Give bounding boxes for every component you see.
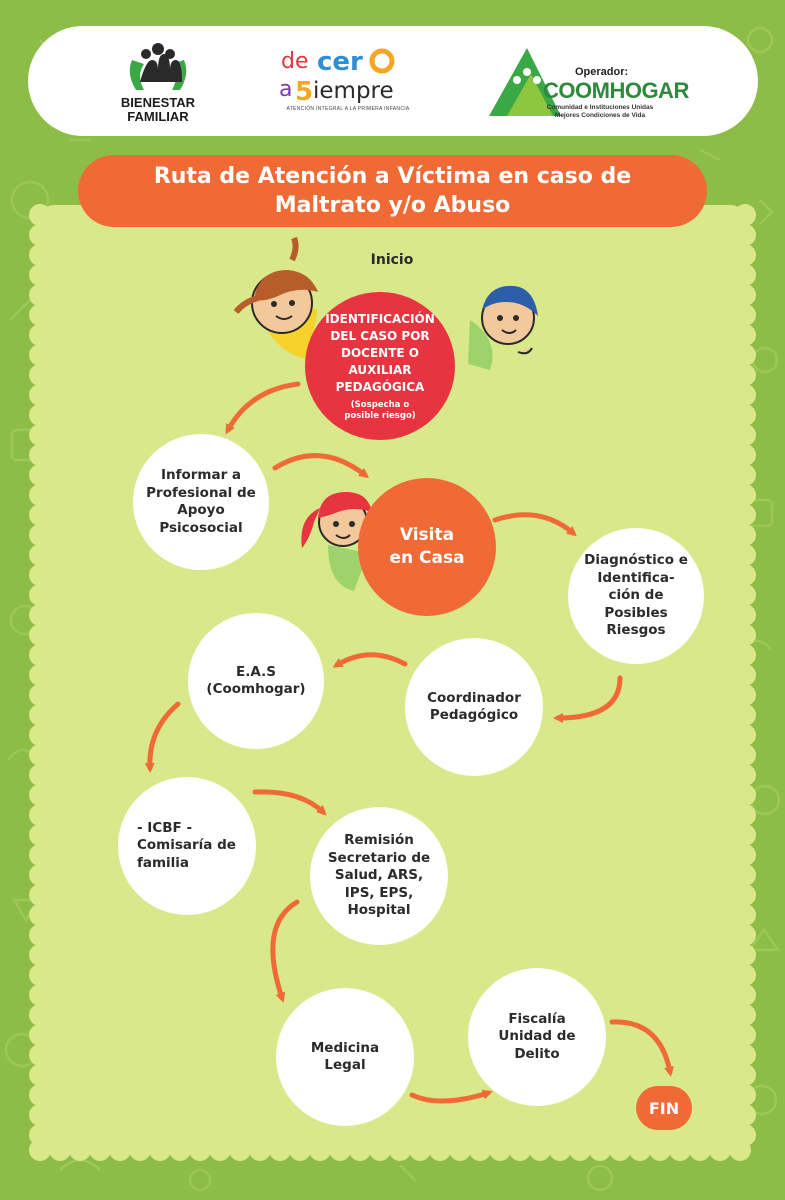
operador-label: Operador: [575,66,629,78]
coomhogar-sub2: Mejores Condiciones de Vida [554,112,646,119]
coomhogar-subtitle: Comunidad e Instituciones Unidas Mejores… [535,104,665,120]
family-hands-icon [129,43,187,90]
page-title: Ruta de Atención a Víctima en caso de Ma… [153,164,632,218]
icbf-logo-line1: BIENESTAR [120,95,196,110]
node-coordinador-label: Coordinador Pedagógico [427,689,521,724]
node-remision-label: Remisión Secretario de Salud, ARS, IPS, … [327,832,431,919]
svg-text:de: de [281,49,309,74]
node-eas: E.A.S (Coomhogar) [188,613,324,749]
node-identificacion-subtitle: (Sospecha o posible riesgo) [344,399,416,421]
end-node: FIN [636,1086,692,1130]
node-medicina-label: Medicina Legal [310,1039,380,1074]
node-visita-label: Visita en Casa [389,525,465,568]
coomhogar-brand: COOMHOGAR [543,78,689,103]
node-eas-label: E.A.S (Coomhogar) [206,663,306,698]
header-bar: BIENESTAR FAMILIAR de cer a 5 iempre ATE… [28,26,758,136]
title-banner: Ruta de Atención a Víctima en caso de Ma… [78,155,707,227]
coomhogar-mountain-icon [489,48,561,116]
svg-text:a: a [279,77,292,102]
node-medicina: Medicina Legal [276,988,414,1126]
svg-text:5: 5 [295,77,313,106]
node-visita: Visita en Casa [358,478,496,616]
de-cero-a-siempre-logo: de cer a 5 iempre ATENCIÓN INTEGRAL A LA… [273,44,423,124]
svg-text:cer: cer [317,47,363,77]
svg-text:iempre: iempre [313,78,394,104]
node-fiscalia-label: Fiscalía Unidad de Delito [498,1010,576,1062]
node-identificacion-title: IDENTIFICACIÓN DEL CASO POR DOCENTE O AU… [325,311,435,394]
node-icbf: - ICBF - Comisaría de familia [118,777,256,915]
node-identificacion: IDENTIFICACIÓN DEL CASO POR DOCENTE O AU… [305,292,455,440]
node-coordinador: Coordinador Pedagógico [405,638,543,776]
node-diagnostico-label: Diagnóstico e Identifica- ción de Posibl… [584,552,688,639]
node-remision: Remisión Secretario de Salud, ARS, IPS, … [310,807,448,945]
start-label: Inicio [370,252,414,268]
coomhogar-sub1: Comunidad e Instituciones Unidas [546,104,654,111]
node-informar-label: Informar a Profesional de Apoyo Psicosoc… [146,467,256,536]
icbf-logo: BIENESTAR FAMILIAR [118,38,198,126]
node-fiscalia: Fiscalía Unidad de Delito [468,968,606,1106]
icbf-logo-line2: FAMILIAR [127,109,189,124]
node-informar: Informar a Profesional de Apoyo Psicosoc… [133,434,269,570]
node-diagnostico: Diagnóstico e Identifica- ción de Posibl… [568,528,704,664]
de-cero-wordmark: de cer a 5 iempre [279,47,395,106]
de-cero-tagline: ATENCIÓN INTEGRAL A LA PRIMERA INFANCIA [286,106,410,112]
coomhogar-logo: Operador: COOMHOGAR Comunidad e Instituc… [483,40,713,130]
node-icbf-label: - ICBF - Comisaría de familia [137,819,236,871]
